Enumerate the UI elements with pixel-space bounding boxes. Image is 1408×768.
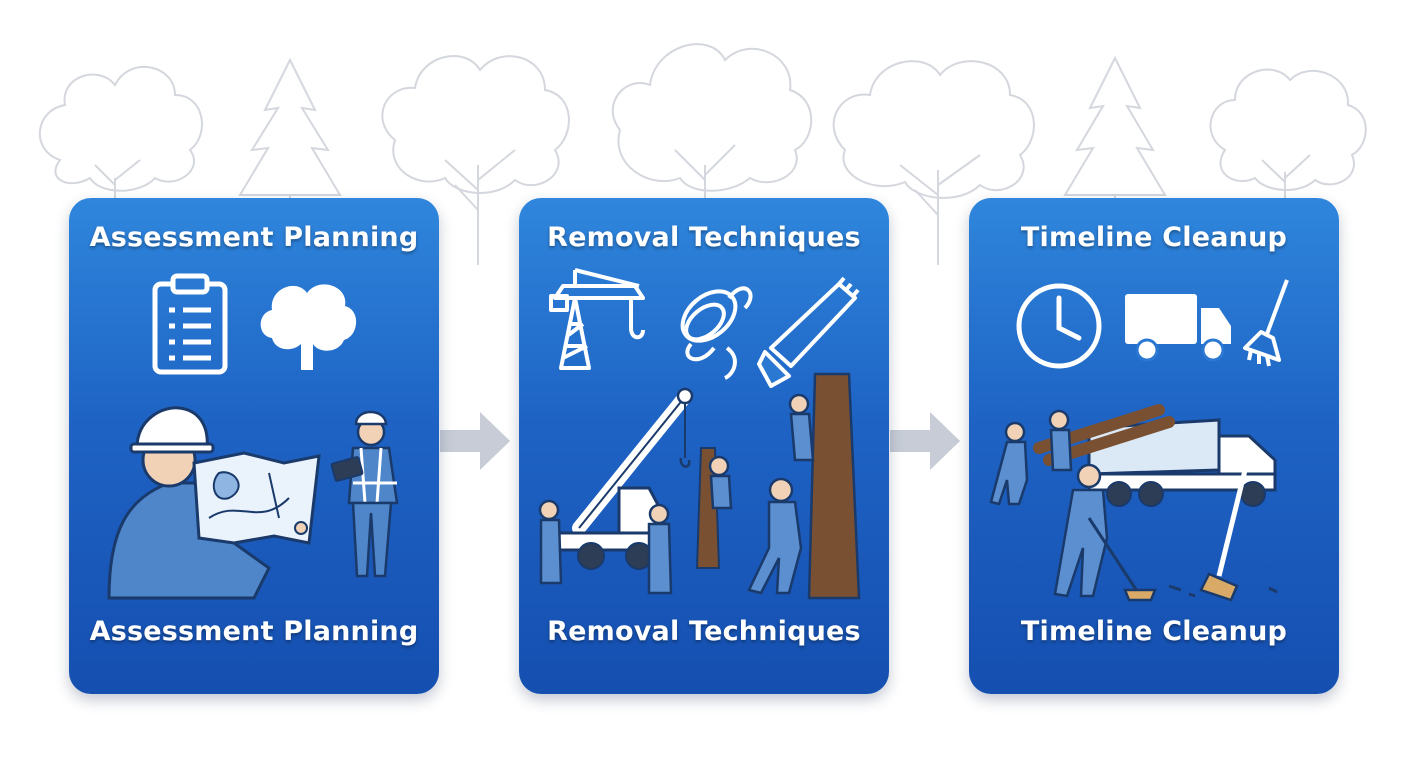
step-card-removal-techniques: Removal Techniques	[519, 198, 889, 694]
step-card-timeline-cleanup: Timeline Cleanup	[969, 198, 1339, 694]
background-tree-icon	[611, 43, 813, 200]
step-card-assessment-planning: Assessment Planning	[69, 198, 439, 694]
cleanup-workers	[989, 409, 1278, 602]
step-caption: Timeline Cleanup	[1020, 616, 1288, 647]
background-pine-icon	[238, 57, 342, 215]
crane-truck	[557, 387, 694, 570]
step-title: Assessment Planning	[89, 222, 419, 253]
removal-illustration	[538, 268, 861, 600]
clipboard-icon	[152, 273, 228, 375]
step-title: Timeline Cleanup	[1020, 222, 1288, 253]
step-caption: Removal Techniques	[547, 616, 861, 647]
background-tree-icon	[381, 55, 570, 265]
cleanup-illustration	[989, 279, 1289, 602]
worker-with-tablet	[330, 410, 399, 578]
step-title: Removal Techniques	[547, 222, 861, 253]
broom-icon	[1243, 279, 1289, 367]
flow-arrow-2	[890, 412, 960, 470]
truck-icon	[1125, 294, 1231, 362]
engineer-with-map	[107, 406, 321, 600]
workers-group	[538, 393, 815, 595]
background-pine-icon	[1063, 55, 1167, 215]
tree-trunks	[695, 372, 861, 600]
crane-icon	[549, 268, 645, 370]
step-caption: Assessment Planning	[89, 616, 419, 647]
assessment-illustration	[107, 273, 399, 600]
background-tree-icon	[1209, 68, 1367, 200]
debris-truck	[1033, 404, 1277, 507]
background-tree-icon	[832, 60, 1035, 265]
tree-icon	[260, 284, 357, 370]
rope-icon	[680, 286, 753, 380]
hand-saw-icon	[757, 276, 860, 388]
background-tree-icon	[38, 66, 203, 200]
clock-icon	[1016, 283, 1102, 369]
flow-arrow-1	[440, 412, 510, 470]
